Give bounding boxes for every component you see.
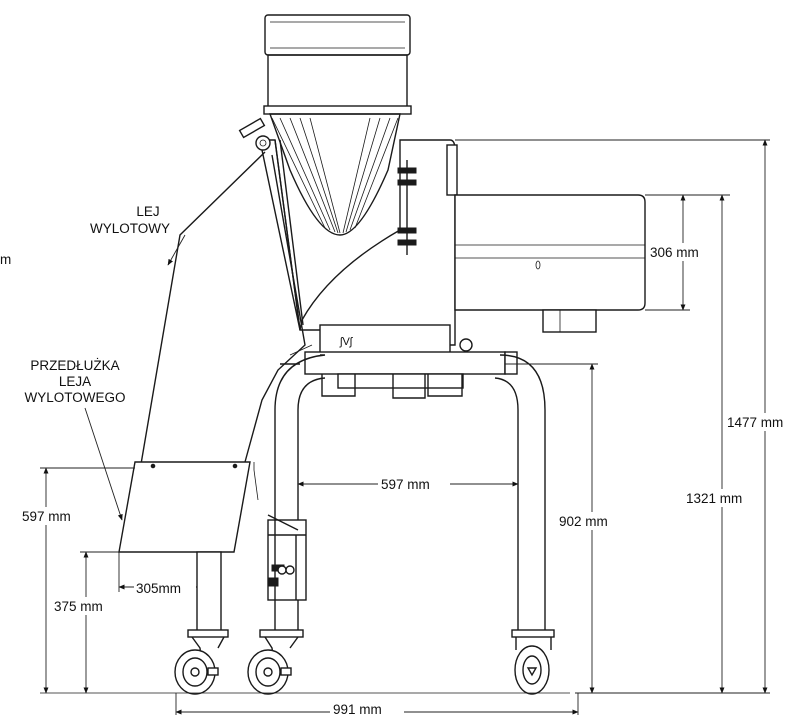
outlet-crossbar: ʃVʃ — [304, 324, 518, 399]
label-outlet-chute-line1: LEJ — [136, 204, 159, 219]
label-chute-extension-line2: LEJA — [59, 374, 91, 389]
dim-extension-offset: 305mm — [136, 581, 181, 596]
caster-right — [511, 629, 555, 695]
dim-hopper-top-height: 1321 mm — [686, 491, 742, 506]
caster-middle — [247, 629, 304, 695]
support-frame — [274, 354, 546, 630]
outlet-chute — [139, 151, 313, 471]
dim-extension-stand-height: 375 mm — [54, 599, 103, 614]
svg-text:ʃVʃ: ʃVʃ — [339, 336, 354, 348]
control-box — [267, 514, 307, 601]
dim-frame-height: 902 mm — [559, 514, 608, 529]
dim-motor-height: 306 mm — [650, 245, 699, 260]
dim-leg-spacing: 597 mm — [381, 477, 430, 492]
motor-housing — [454, 194, 646, 333]
dim-extension-height: 597 mm — [22, 509, 71, 524]
dim-total-length: 991 mm — [333, 702, 382, 715]
feed-hopper — [263, 14, 412, 236]
machine-body — [238, 117, 458, 346]
chute-extension — [118, 461, 259, 633]
label-chute-extension-line3: WYLOTOWEGO — [24, 390, 125, 405]
caster-left — [174, 629, 229, 695]
label-cut-off-unit: m — [0, 252, 11, 267]
label-outlet-chute-line2: WYLOTOWY — [90, 221, 170, 236]
dim-total-height: 1477 mm — [727, 415, 783, 430]
label-chute-extension-line1: PRZEDŁUŻKA — [30, 358, 119, 373]
